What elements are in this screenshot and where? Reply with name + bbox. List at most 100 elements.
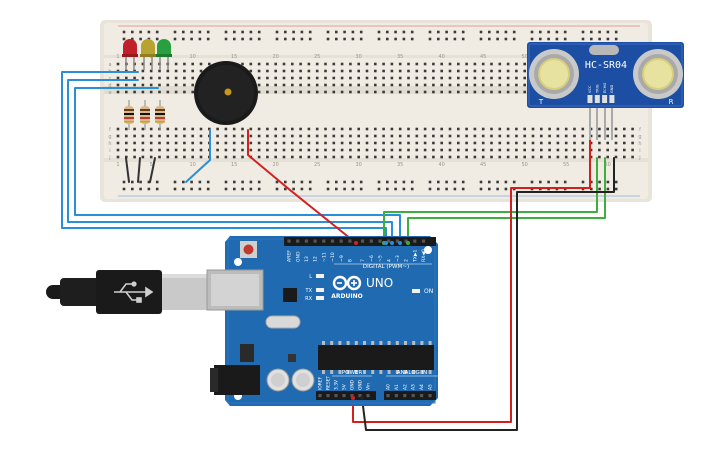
rail-hole[interactable] [173,37,177,41]
breadboard-hole[interactable] [382,155,385,159]
breadboard-hole[interactable] [515,69,518,73]
breadboard-hole[interactable] [299,90,302,94]
power-pin[interactable] [342,394,346,398]
breadboard-hole[interactable] [149,90,153,94]
breadboard-hole[interactable] [266,134,269,138]
breadboard-hole[interactable] [208,127,211,131]
breadboard-hole[interactable] [291,134,294,138]
rail-hole[interactable] [428,187,432,191]
rail-hole[interactable] [555,30,559,34]
breadboard-hole[interactable] [374,127,377,131]
rail-hole[interactable] [257,180,261,184]
breadboard-hole[interactable] [125,76,128,80]
breadboard-hole[interactable] [324,148,327,152]
breadboard-hole[interactable] [257,62,261,66]
rail-hole[interactable] [504,180,508,184]
breadboard-hole[interactable] [199,69,203,73]
breadboard-hole[interactable] [365,127,369,131]
breadboard-hole[interactable] [141,69,145,73]
rail-hole[interactable] [275,187,279,191]
breadboard-hole[interactable] [224,148,228,152]
breadboard-hole[interactable] [423,127,427,131]
breadboard-hole[interactable] [166,76,170,80]
breadboard-hole[interactable] [315,127,319,131]
rail-hole[interactable] [488,37,491,41]
breadboard-hole[interactable] [481,134,485,138]
breadboard-hole[interactable] [216,141,219,145]
breadboard-hole[interactable] [382,83,385,87]
breadboard-hole[interactable] [174,83,178,87]
breadboard-hole[interactable] [531,148,535,152]
breadboard-hole[interactable] [324,141,327,145]
breadboard-hole[interactable] [174,69,178,73]
breadboard-hole[interactable] [340,155,344,159]
rail-hole[interactable] [308,30,312,34]
breadboard-hole[interactable] [448,134,452,138]
breadboard-hole[interactable] [415,134,419,138]
rail-hole[interactable] [233,37,236,41]
breadboard-hole[interactable] [166,155,170,159]
breadboard-hole[interactable] [440,76,443,80]
breadboard-hole[interactable] [324,127,327,131]
breadboard-hole[interactable] [191,90,194,94]
rail-hole[interactable] [488,30,491,34]
rail-hole[interactable] [359,30,363,34]
breadboard-hole[interactable] [332,127,336,131]
breadboard-hole[interactable] [423,69,427,73]
rail-hole[interactable] [598,187,601,191]
breadboard-hole[interactable] [241,148,244,152]
breadboard-hole[interactable] [299,62,302,66]
breadboard-hole[interactable] [448,155,452,159]
rail-hole[interactable] [377,30,381,34]
breadboard-hole[interactable] [457,134,460,138]
breadboard-hole[interactable] [133,148,136,152]
breadboard-hole[interactable] [158,134,161,138]
rail-hole[interactable] [445,180,448,184]
rail-hole[interactable] [147,30,151,34]
breadboard-hole[interactable] [241,141,244,145]
breadboard-hole[interactable] [183,69,186,73]
breadboard-hole[interactable] [415,83,419,87]
wire-red-power[interactable] [352,157,591,423]
breadboard-hole[interactable] [174,155,178,159]
breadboard-hole[interactable] [390,127,394,131]
breadboard-hole[interactable] [481,76,485,80]
breadboard-hole[interactable] [623,148,626,152]
power-pin[interactable] [326,394,330,398]
breadboard-hole[interactable] [432,134,435,138]
breadboard-hole[interactable] [374,141,377,145]
breadboard-hole[interactable] [291,127,294,131]
breadboard-hole[interactable] [216,134,219,138]
breadboard-hole[interactable] [349,83,352,87]
breadboard-hole[interactable] [506,127,510,131]
rail-hole[interactable] [257,30,261,34]
breadboard-hole[interactable] [631,127,634,131]
breadboard-hole[interactable] [257,83,261,87]
breadboard-hole[interactable] [589,155,593,159]
breadboard-hole[interactable] [415,155,419,159]
rail-hole[interactable] [190,30,193,34]
breadboard-hole[interactable] [432,76,435,80]
breadboard-hole[interactable] [166,90,170,94]
rail-hole[interactable] [386,37,389,41]
rail-hole[interactable] [359,180,363,184]
breadboard-hole[interactable] [141,141,145,145]
breadboard-hole[interactable] [589,141,593,145]
breadboard-hole[interactable] [581,127,585,131]
breadboard-hole[interactable] [465,90,468,94]
breadboard-hole[interactable] [291,83,294,87]
breadboard-hole[interactable] [390,76,394,80]
breadboard-hole[interactable] [149,76,153,80]
breadboard-hole[interactable] [498,76,502,80]
breadboard-hole[interactable] [440,127,443,131]
breadboard-hole[interactable] [307,141,311,145]
breadboard-hole[interactable] [224,127,228,131]
breadboard-hole[interactable] [589,127,593,131]
breadboard-hole[interactable] [481,127,485,131]
rail-hole[interactable] [155,180,159,184]
breadboard-hole[interactable] [440,90,443,94]
breadboard-hole[interactable] [631,134,634,138]
breadboard-hole[interactable] [332,141,336,145]
breadboard-hole[interactable] [125,148,128,152]
digital-pin[interactable] [404,239,408,243]
